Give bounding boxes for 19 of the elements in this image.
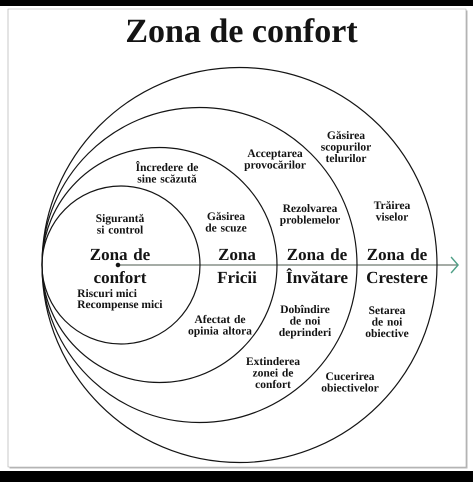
trait-label: Riscuri mici <box>77 289 137 298</box>
trait-label: Trăirea viselor <box>374 200 410 221</box>
trait-label: Găsirea de scuze <box>206 212 246 232</box>
trait-label: Recompense mici <box>77 300 162 310</box>
zone-heading: Zona de confort <box>90 248 150 284</box>
zone-heading: Zona de Crestere <box>367 248 428 284</box>
trait-label: Rezolvarea problemelor <box>280 204 340 226</box>
trait-label: Găsirea scopurilor telurilor <box>321 130 371 162</box>
trait-label: Cucerirea obiectivelor <box>322 372 378 392</box>
trait-label: Afectat de opinia altora <box>188 314 252 337</box>
zone-heading: Zona de Învătare <box>286 248 348 284</box>
trait-label: Sigurantă si control <box>96 214 144 234</box>
title: Zona de confort <box>126 18 358 42</box>
trait-label: Dobîndire de noi deprinderi <box>279 304 332 338</box>
trait-label: Încredere de sine scăzută <box>136 161 198 183</box>
trait-label: Setarea de noi obiective <box>366 306 408 338</box>
trait-label: Extinderea zonei de confort <box>246 357 300 388</box>
zone-heading: Zona Fricii <box>217 248 257 284</box>
trait-label: Acceptarea provocărilor <box>244 149 306 171</box>
